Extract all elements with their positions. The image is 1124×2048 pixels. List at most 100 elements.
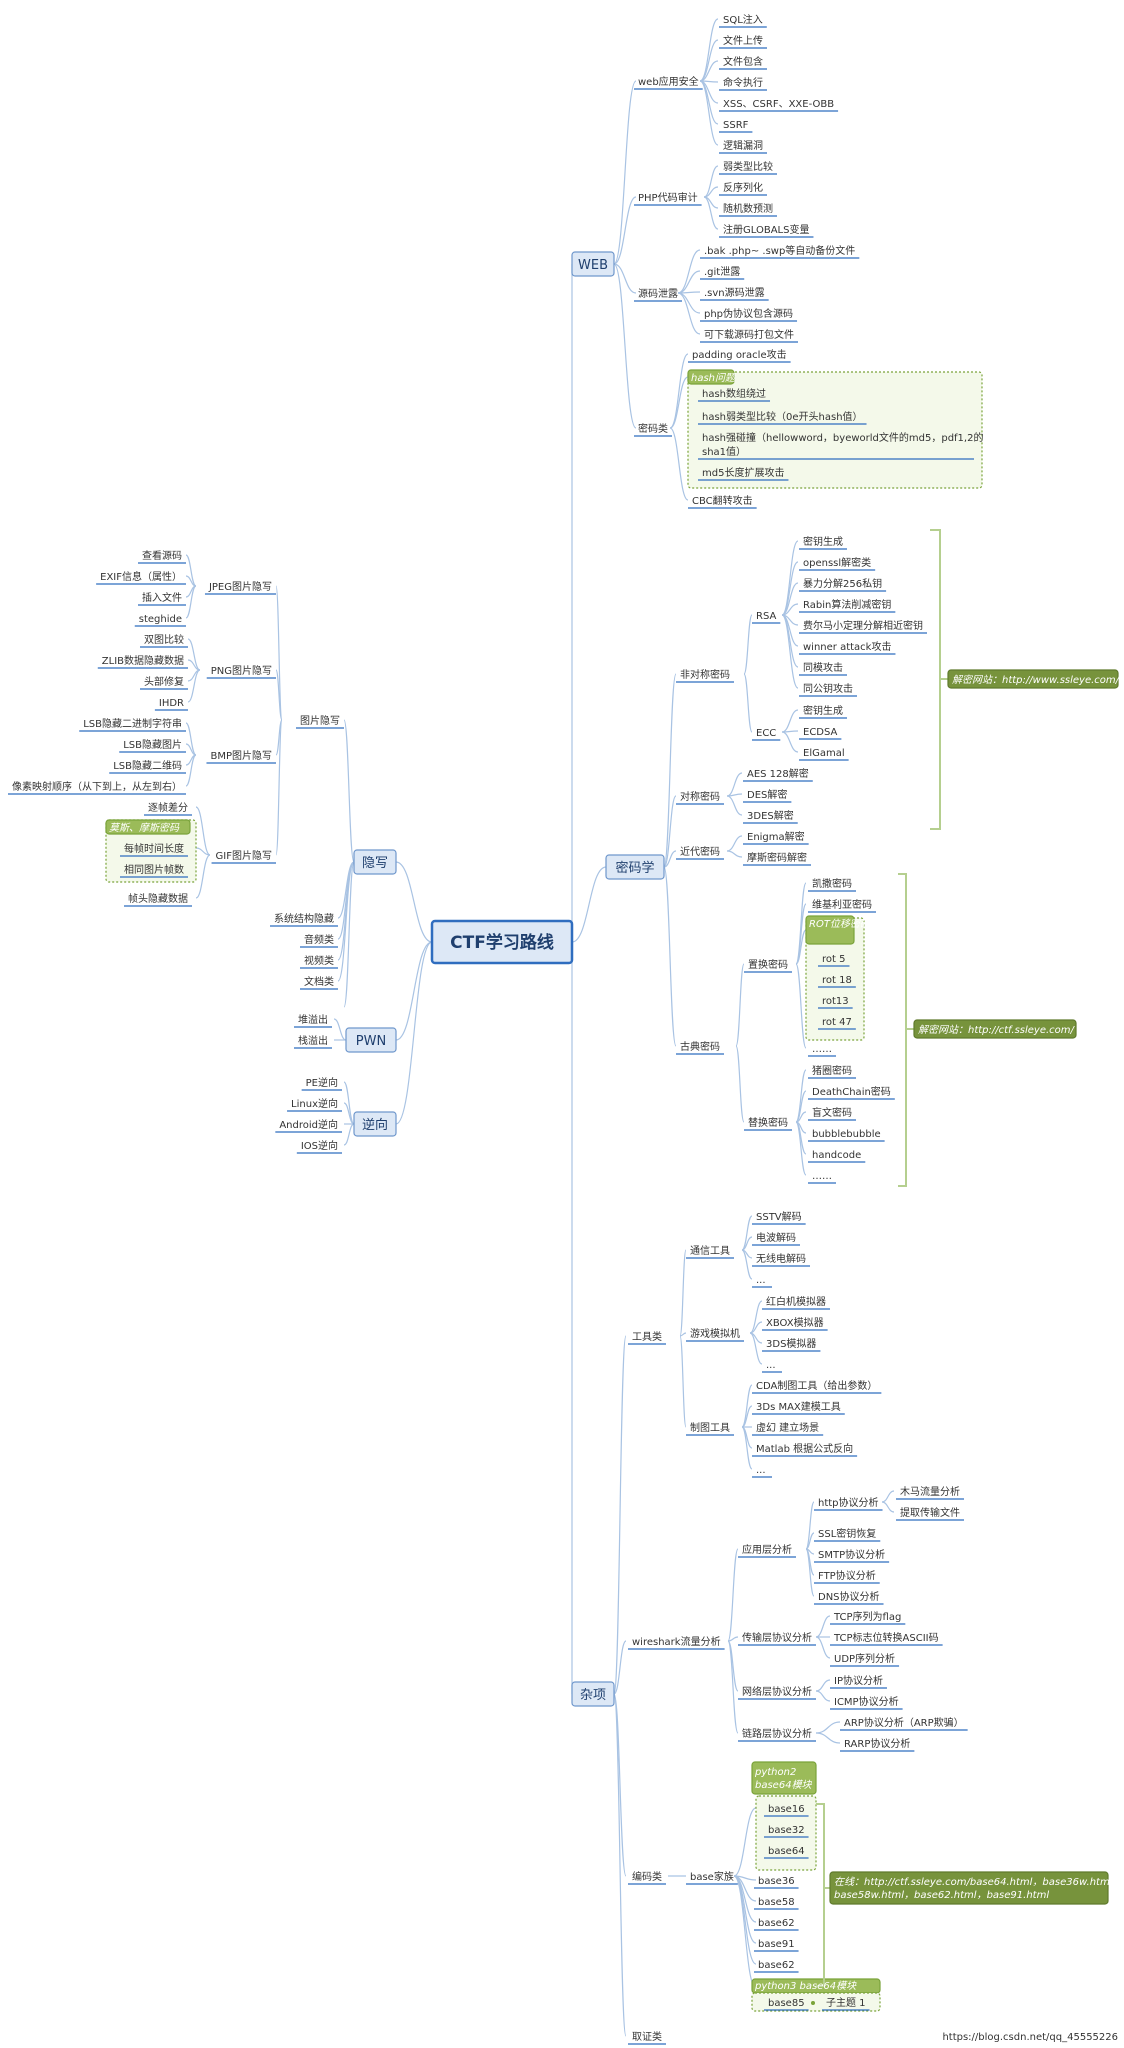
game-item: 红白机模拟器 <box>766 1295 826 1308</box>
category-stego[interactable]: 隐写 <box>362 856 388 871</box>
web-app-item: 文件包含 <box>723 55 763 68</box>
php-audit-item: 随机数预测 <box>723 202 773 215</box>
png-stego: PNG图片隐写 <box>211 664 272 677</box>
base-items <box>733 1875 757 1989</box>
rsa: RSA <box>756 611 776 622</box>
trojan-traffic: 木马流量分析 <box>900 1485 960 1498</box>
wireshark-branch <box>727 1548 739 1642</box>
stego-other: 文档类 <box>304 975 334 988</box>
sym-item: DES解密 <box>747 788 787 801</box>
category-crypto[interactable]: 密码学 <box>615 860 654 876</box>
comm-tools: 通信工具 <box>690 1245 730 1257</box>
game-item: 3DS模拟器 <box>766 1337 816 1350</box>
gif-frame-count: 相同图片帧数 <box>124 863 184 876</box>
php-items <box>703 196 719 230</box>
http-items <box>881 1490 895 1503</box>
base-item: base62 <box>758 1960 795 1971</box>
reverse-items <box>343 1102 355 1125</box>
web-crypto-items <box>669 353 689 429</box>
misc-branch <box>613 1693 627 2037</box>
image-stego: 图片隐写 <box>300 714 340 727</box>
bmp-item: LSB隐藏二进制字符串 <box>83 717 182 730</box>
bmp-items <box>185 754 197 787</box>
py2-base-item: base64 <box>768 1846 805 1857</box>
web-app-items <box>699 39 719 82</box>
pwn-items <box>333 1018 347 1041</box>
gif-branch <box>195 847 211 856</box>
asym-branch <box>743 614 753 675</box>
web-app-item: XSS、CSRF、XXE-OBB <box>723 99 834 110</box>
substitution-item: …… <box>812 1171 832 1182</box>
ecc-item: ElGamal <box>803 748 845 759</box>
image-stego-branch <box>275 585 283 721</box>
wireshark-analysis: wireshark流量分析 <box>632 1635 721 1648</box>
comm-item: 电波解码 <box>756 1231 796 1244</box>
rsa-item: 同公钥攻击 <box>803 682 853 695</box>
rot-box-title: ROT位移密码 <box>809 918 871 930</box>
symmetric-crypto: 对称密码 <box>680 790 720 803</box>
modern-item: Enigma解密 <box>747 830 805 843</box>
app-layer-item: SSL密钥恢复 <box>818 1527 876 1540</box>
gif-frame-time: 每帧时间长度 <box>124 842 184 855</box>
web-app-item: 命令执行 <box>723 76 763 89</box>
subst-items <box>795 963 807 1049</box>
game-items <box>749 1332 763 1365</box>
py3-items-box <box>751 1992 881 2012</box>
category-reverse[interactable]: 逆向 <box>362 1117 388 1133</box>
jpeg-item: 查看源码 <box>142 549 182 562</box>
vigenere-cipher: 维基利亚密码 <box>812 898 872 911</box>
heap-overflow: 堆溢出 <box>298 1013 328 1026</box>
subst-more: …… <box>812 1044 832 1055</box>
web-branch <box>613 196 637 265</box>
classical-crypto: 古典密码 <box>680 1040 720 1053</box>
stego-branch <box>343 861 355 1008</box>
substitution-item: bubblebubble <box>812 1129 881 1140</box>
leak-items <box>677 270 701 294</box>
leak-items <box>677 292 701 314</box>
rot-box-title-bg <box>805 915 855 945</box>
classic-branch <box>735 963 745 1047</box>
rsa-item: openssl解密类 <box>803 556 871 569</box>
base-item: base62 <box>758 1918 795 1929</box>
transport-item: TCP序列为flag <box>833 1610 901 1623</box>
drawing-tools: 制图工具 <box>690 1421 730 1434</box>
png-item: ZLIB数据隐藏数据 <box>102 654 184 667</box>
png-item: IHDR <box>159 698 184 709</box>
subst-items <box>795 882 807 965</box>
extract-files: 提取传输文件 <box>900 1506 960 1519</box>
gif-stego: GIF图片隐写 <box>216 849 272 862</box>
gif-branch <box>195 854 211 899</box>
category-pwn[interactable]: PWN <box>356 1034 386 1049</box>
base-item: base58 <box>758 1897 795 1908</box>
rot-item: rot 18 <box>822 975 852 986</box>
source-leak-item: .bak .php~ .swp等自动备份文件 <box>704 244 855 257</box>
wireshark-branch <box>727 1636 739 1642</box>
draw-item: Matlab 根据公式反向 <box>756 1442 853 1455</box>
php-audit-item: 注册GLOBALS变量 <box>723 223 809 236</box>
png-items <box>187 669 201 703</box>
link-items <box>815 1721 841 1734</box>
web-branch <box>613 263 637 294</box>
subtopic-dot <box>811 2001 815 2005</box>
category-misc[interactable]: 杂项 <box>580 1688 606 1703</box>
py3-title: python3 base64模块 <box>754 1980 857 1992</box>
transport-items <box>815 1636 831 1659</box>
category-web[interactable]: WEB <box>578 258 608 273</box>
replace-items <box>795 1069 807 1123</box>
rsa-item: winner attack攻击 <box>803 640 891 653</box>
php-audit-item: 弱类型比较 <box>723 160 773 173</box>
hash-item: md5长度扩展攻击 <box>702 466 784 479</box>
image-stego-branch <box>275 669 283 721</box>
gif-morse-title: 莫斯、摩斯密码 <box>109 822 180 834</box>
base-note-box <box>829 1871 1109 1905</box>
base-bracket <box>816 1803 825 1987</box>
web-app-item: SQL注入 <box>723 13 763 26</box>
rsa-items <box>781 614 799 689</box>
app-layer-item: FTP协议分析 <box>818 1569 876 1582</box>
transport-item: TCP标志位转换ASCII码 <box>833 1631 939 1644</box>
asym-branch <box>743 673 753 733</box>
application-layer: 应用层分析 <box>742 1543 792 1556</box>
web-branch <box>613 80 637 265</box>
web-app-item: SSRF <box>723 120 749 131</box>
category-web-box <box>571 251 615 277</box>
